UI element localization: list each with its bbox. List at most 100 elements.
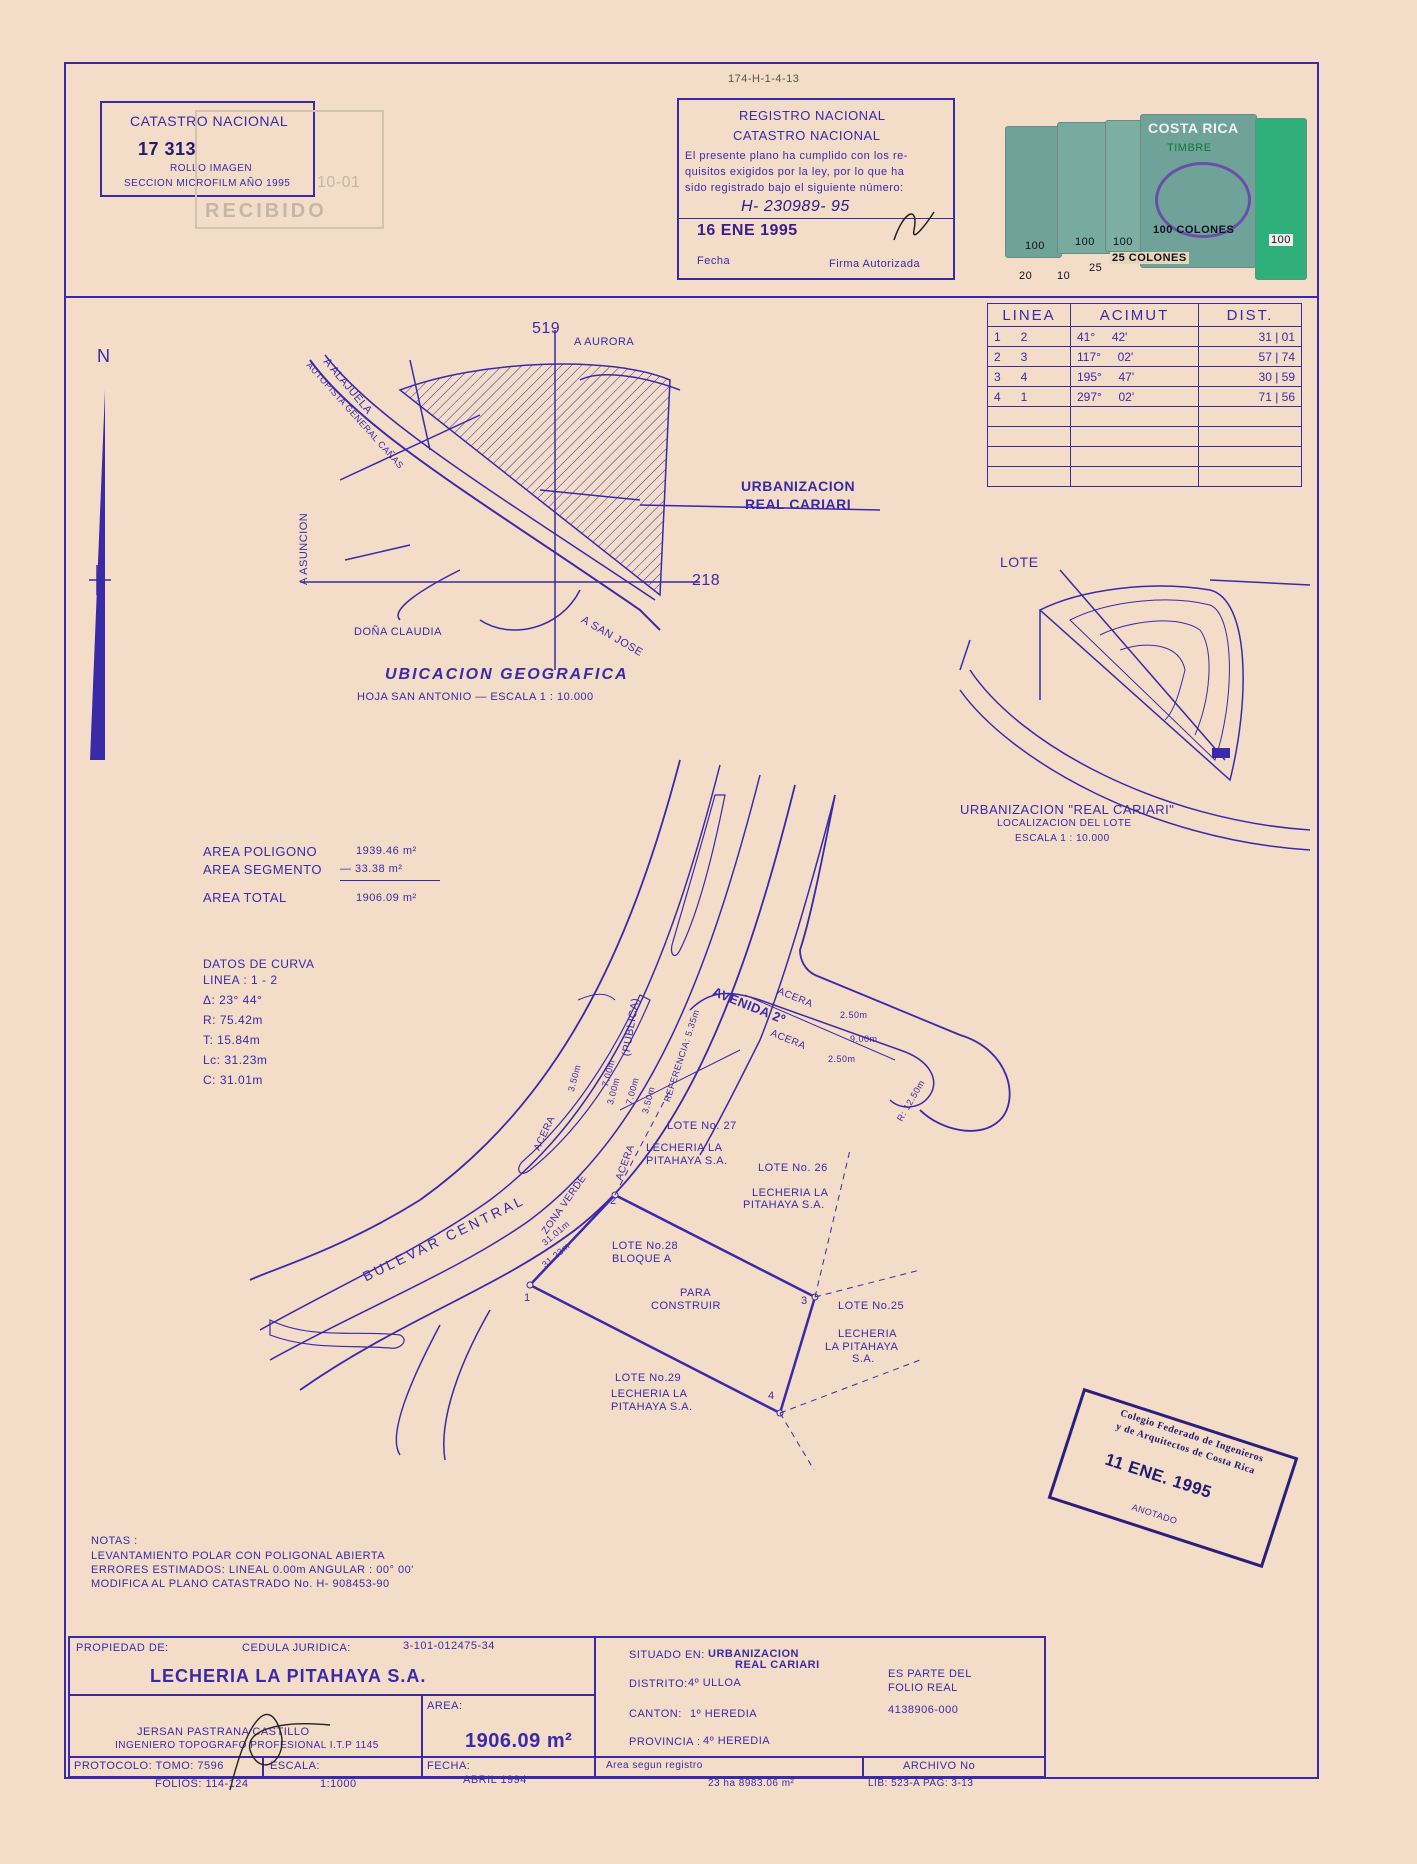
registro-body1: El presente plano ha cumplido con los re… <box>685 150 908 162</box>
tb-engineer-title: INGENIERO TOPOGRAFO PROFESIONAL I.T.P 11… <box>115 1740 379 1751</box>
tb-canton-label: CANTON: <box>629 1708 682 1720</box>
lote25-owner2: LA PITAHAYA <box>825 1341 899 1353</box>
tb-div-h3 <box>596 1756 1046 1758</box>
tb-canton: 1º HEREDIA <box>690 1708 758 1720</box>
tb-fecha-label: FECHA: <box>427 1760 471 1772</box>
point-3: 3 <box>801 1295 808 1307</box>
notas-l2: ERRORES ESTIMADOS: LINEAL 0.00m ANGULAR … <box>91 1564 414 1576</box>
lote28-bloque: BLOQUE A <box>612 1253 672 1265</box>
tb-archivo: LIB: 523-A PAG: 3-13 <box>868 1778 974 1789</box>
registro-body3: sido registrado bajo el siguiente número… <box>685 182 904 194</box>
point-4: 4 <box>768 1390 775 1402</box>
registro-fecha-label: Fecha <box>697 255 731 267</box>
azimut-empty-cell <box>1198 426 1302 447</box>
coord-218: 218 <box>692 572 721 589</box>
urb-label1: URBANIZACION <box>741 478 856 494</box>
lote26: LOTE No. 26 <box>758 1162 828 1174</box>
azimut-line-cell: 4 1 <box>987 386 1071 407</box>
timbre-bottom-1: 10 <box>1057 270 1071 282</box>
header-divider <box>64 296 1319 298</box>
registro-stamp: REGISTRO NACIONAL CATASTRO NACIONAL El p… <box>677 98 955 280</box>
header-linea: LINEA <box>987 303 1071 327</box>
north-arrow-icon <box>89 390 111 760</box>
map-title: UBICACION GEOGRAFICA <box>385 666 629 683</box>
plan-d250: 2.50m <box>840 1010 868 1020</box>
curve-c: C: 31.01m <box>203 1073 263 1087</box>
area-poligono-value: 1939.46 m² <box>356 845 417 857</box>
tb-area-value: 1906.09 m² <box>465 1730 573 1752</box>
recibido-label: RECIBIDO <box>205 200 327 222</box>
tb-div-v4 <box>862 1756 864 1778</box>
azimut-empty-row <box>987 466 1302 487</box>
tb-div-v3 <box>262 1756 264 1778</box>
azimut-empty-cell <box>1198 466 1302 487</box>
catastro-box: CATASTRO NACIONAL 17 313 ROLLO IMAGEN SE… <box>100 101 315 197</box>
tb-area-registro-label: Area segun registro <box>606 1760 703 1771</box>
timbre-small-3: 100 <box>1269 234 1293 246</box>
tb-owner: LECHERIA LA PITAHAYA S.A. <box>150 1666 427 1686</box>
recibido-date: 10-01 <box>317 174 361 191</box>
lote29: LOTE No.29 <box>615 1372 682 1384</box>
azimut-empty-cell <box>987 466 1071 487</box>
lot-label: LOTE <box>1000 554 1039 570</box>
timbre-2 <box>1057 122 1114 254</box>
tb-situado1: URBANIZACION <box>708 1648 799 1660</box>
header-dist: DIST. <box>1198 303 1302 327</box>
coord-519: 519 <box>532 320 561 337</box>
azimut-line-cell: 3 4 <box>987 366 1071 387</box>
registro-title1: REGISTRO NACIONAL <box>739 108 886 123</box>
timbre-small-0: 100 <box>1025 240 1045 252</box>
notas-title: NOTAS : <box>91 1535 138 1547</box>
azimut-angle-cell: 41° 42' <box>1070 326 1199 347</box>
notas-l3: MODIFICA AL PLANO CATASTRADO No. H- 9084… <box>91 1578 390 1590</box>
azimut-line-cell: 1 2 <box>987 326 1071 347</box>
lote29-owner1: LECHERIA LA <box>611 1388 688 1400</box>
azimut-empty-row <box>987 406 1302 427</box>
curve-lc: Lc: 31.23m <box>203 1053 268 1067</box>
tb-cedula-label: CEDULA JURIDICA: <box>242 1642 351 1654</box>
tb-folios: FOLIOS: 114-124 <box>155 1778 249 1790</box>
notas-l1: LEVANTAMIENTO POLAR CON POLIGONAL ABIERT… <box>91 1550 386 1562</box>
azimut-dist-cell: 71 | 56 <box>1198 386 1302 407</box>
registro-number: H- 230989- 95 <box>741 198 850 215</box>
timbre-small-1: 100 <box>1075 236 1095 248</box>
header-acimut: ACIMUT <box>1070 303 1199 327</box>
curve-t: T: 15.84m <box>203 1033 261 1047</box>
site-plan <box>249 759 1011 1470</box>
timbre-value-100: 100 COLONES <box>1153 224 1235 236</box>
tb-div-v2 <box>421 1694 423 1778</box>
lote27: LOTE No. 27 <box>667 1120 737 1132</box>
lote25-owner3: S.A. <box>852 1353 875 1365</box>
curve-title: DATOS DE CURVA <box>203 957 315 971</box>
catastro-line1: ROLLO IMAGEN <box>170 163 253 174</box>
plan-d900: 9.00m <box>850 1034 878 1044</box>
azimut-angle-cell: 297° 02' <box>1070 386 1199 407</box>
map-subtitle: HOJA SAN ANTONIO — ESCALA 1 : 10.000 <box>357 691 594 703</box>
registro-date: 16 ENE 1995 <box>697 222 798 239</box>
azimut-empty-cell <box>1070 446 1199 467</box>
area-total-value: 1906.09 m² <box>356 892 417 904</box>
tb-provincia: 4º HEREDIA <box>703 1735 771 1747</box>
azimut-line-cell: 2 3 <box>987 346 1071 367</box>
lote27-owner2: PITAHAYA S.A. <box>646 1155 728 1167</box>
catastro-line2: SECCION MICROFILM AÑO 1995 <box>124 178 291 189</box>
registro-firma-label: Firma Autorizada <box>829 258 921 270</box>
timbre-bottom-2: 25 <box>1089 262 1103 274</box>
plan-d250b: 2.50m <box>828 1054 856 1064</box>
tb-folio-real: 4138906-000 <box>888 1704 959 1716</box>
azimut-empty-cell <box>987 446 1071 467</box>
tb-div-h2 <box>68 1756 596 1758</box>
tb-distrito-label: DISTRITO: <box>629 1678 688 1690</box>
tb-cedula: 3-101-012475-34 <box>403 1640 495 1652</box>
area-total-label: AREA TOTAL <box>203 890 287 905</box>
colegio-anotado: ANOTADO <box>1130 1502 1179 1527</box>
azimut-dist-cell: 30 | 59 <box>1198 366 1302 387</box>
lot-location-map <box>959 569 1311 851</box>
timbre-value-25: 25 COLONES <box>1110 252 1189 264</box>
point-2: 2 <box>610 1195 617 1207</box>
tb-situado2: REAL CARIARI <box>735 1659 820 1671</box>
tb-propiedad-label: PROPIEDAD DE: <box>76 1642 169 1654</box>
lote26-owner1: LECHERIA LA <box>752 1187 829 1199</box>
